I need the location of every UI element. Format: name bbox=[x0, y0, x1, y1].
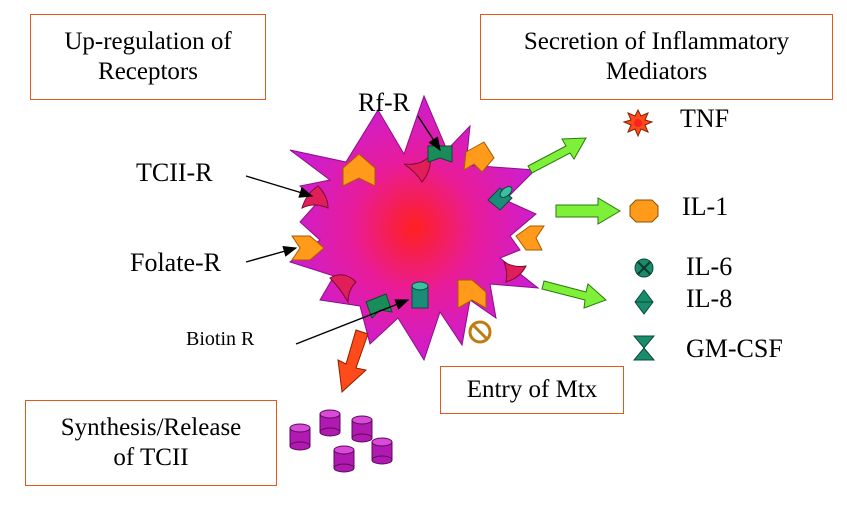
tcii-receptor-shape bbox=[329, 274, 357, 304]
entry-text: Entry of Mtx bbox=[466, 376, 598, 403]
folate-receptor-shape bbox=[515, 225, 545, 251]
tcii-receptor-shape bbox=[403, 154, 431, 183]
mediator-label-gmcsf: GM-CSF bbox=[686, 334, 783, 363]
cell-body bbox=[288, 94, 540, 362]
mediator-label-il6: IL-6 bbox=[686, 252, 733, 281]
mediator-label-il1: IL-1 bbox=[682, 192, 729, 221]
upregulation-line2: Receptors bbox=[98, 58, 198, 85]
label-biotin-receptor: Biotin R bbox=[186, 328, 255, 350]
secretion-line1: Secretion of Inflammatory bbox=[523, 28, 790, 55]
secretion-arrow bbox=[527, 137, 587, 174]
cylinder-transporter bbox=[487, 186, 513, 211]
entry-box: Entry of Mtx bbox=[440, 366, 624, 414]
synthesis-line2: of TCII bbox=[113, 444, 189, 471]
diamond-icon bbox=[634, 289, 654, 315]
octagon-icon bbox=[629, 199, 659, 223]
folate-receptor-shape bbox=[463, 141, 495, 173]
upregulation-line1: Up-regulation of bbox=[64, 28, 232, 55]
label-rf-receptor: Rf-R bbox=[358, 88, 410, 117]
biotin-receptor-shape bbox=[365, 293, 393, 319]
tcii-cylinder bbox=[319, 409, 341, 437]
pointer-line-rf bbox=[417, 115, 441, 152]
secretion-arrow bbox=[555, 197, 621, 225]
pointer-line-tcii bbox=[245, 175, 314, 198]
star-burst-icon bbox=[622, 108, 654, 138]
synthesis-arrow bbox=[337, 329, 369, 394]
circled-x-icon bbox=[634, 258, 654, 278]
secretion-arrow bbox=[541, 280, 607, 309]
synthesis-box: Synthesis/Release of TCII bbox=[25, 400, 277, 486]
folate-receptor-shape bbox=[457, 279, 487, 309]
label-tcii-receptor: TCII-R bbox=[136, 158, 213, 187]
mtx-symbol-icon bbox=[468, 320, 492, 344]
tcii-cylinder bbox=[351, 415, 373, 443]
mediator-label-il8: IL-8 bbox=[686, 284, 733, 313]
tcii-receptor-shape bbox=[502, 260, 527, 283]
folate-receptor-shape bbox=[291, 235, 325, 261]
tcii-cylinder bbox=[289, 423, 311, 451]
pointer-line-biotin bbox=[295, 299, 410, 345]
tcii-cylinder bbox=[333, 445, 355, 473]
label-folate-receptor: Folate-R bbox=[130, 248, 221, 277]
pointer-line-folate bbox=[245, 246, 298, 263]
secretion-box: Secretion of Inflammatory Mediators bbox=[480, 14, 833, 100]
secretion-line2: Mediators bbox=[605, 58, 708, 85]
hourglass-icon bbox=[632, 335, 656, 361]
cylinder-transporter bbox=[411, 281, 429, 309]
upregulation-box: Up-regulation of Receptors bbox=[30, 14, 266, 100]
folate-receptor-shape bbox=[342, 153, 376, 187]
mediator-label-tnf: TNF bbox=[680, 104, 730, 133]
tcii-cylinder bbox=[371, 437, 393, 465]
synthesis-line1: Synthesis/Release bbox=[60, 414, 242, 441]
